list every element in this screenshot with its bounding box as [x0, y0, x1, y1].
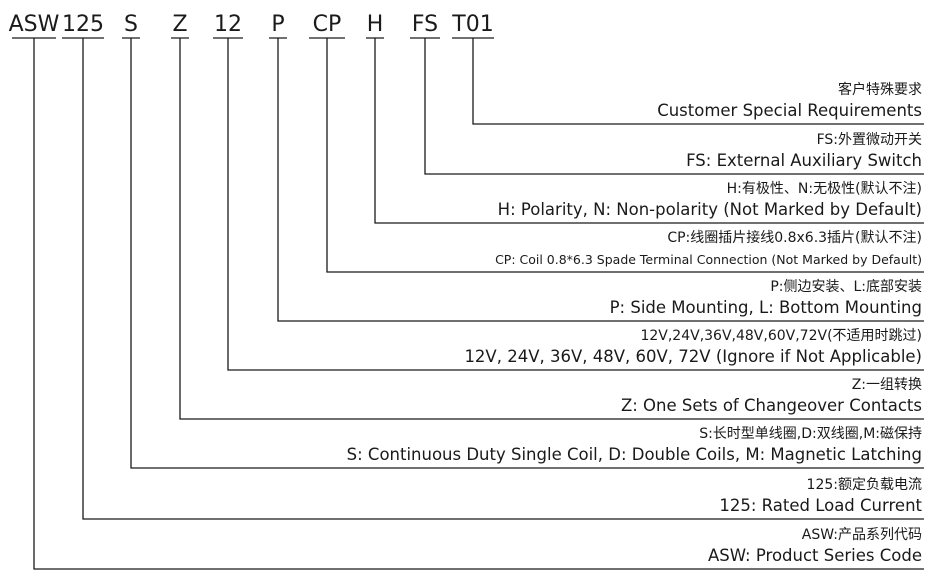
description-cn-s: S:长时型单线圈,D:双线圈,M:磁保持 [699, 426, 922, 442]
code-segment-t01: T01 [451, 12, 493, 37]
description-cn-p: P:侧边安装、L:底部安装 [770, 279, 922, 295]
code-segment-asw: ASW [9, 12, 60, 37]
leader-line-p [277, 38, 924, 322]
description-en-125: 125: Rated Load Current [719, 496, 922, 515]
description-en-t01: Customer Special Requirements [657, 101, 922, 120]
description-cn-cp: CP:线圈插片接线0.8x6.3插片(默认不注) [667, 229, 922, 246]
code-segment-p: P [271, 12, 284, 37]
leader-line-cp [326, 38, 924, 273]
description-cn-fs: FS:外置微动开关 [817, 132, 922, 148]
description-en-fs: FS: External Auxiliary Switch [686, 151, 922, 170]
description-en-s: S: Continuous Duty Single Coil, D: Doubl… [347, 445, 922, 464]
leader-line-fs [424, 38, 924, 175]
description-en-z: Z: One Sets of Changeover Contacts [621, 396, 922, 415]
description-cn-z: Z:一组转换 [852, 376, 922, 393]
leader-line-t01 [472, 38, 924, 125]
description-en-asw: ASW: Product Series Code [708, 546, 922, 565]
description-cn-125: 125:额定负载电流 [807, 477, 922, 493]
description-en-p: P: Side Mounting, L: Bottom Mounting [610, 298, 922, 317]
code-segment-fs: FS [412, 12, 438, 37]
description-cn-asw: ASW:产品系列代码 [802, 527, 922, 543]
description-en-cp: CP: Coil 0.8*6.3 Spade Terminal Connecti… [495, 252, 922, 267]
leader-line-asw [33, 38, 924, 570]
description-cn-12: 12V,24V,36V,48V,60V,72V(不适用时跳过) [640, 328, 922, 344]
leader-line-z [179, 38, 924, 420]
code-segment-cp: CP [313, 12, 342, 37]
code-segment-12: 12 [214, 12, 242, 37]
description-en-h: H: Polarity, N: Non-polarity (Not Marked… [498, 200, 922, 219]
code-segment-s: S [124, 12, 138, 37]
leader-line-12 [227, 38, 924, 371]
code-segment-125: 125 [62, 12, 104, 37]
code-segment-z: Z [172, 12, 187, 37]
description-cn-t01: 客户特殊要求 [838, 81, 922, 98]
leader-line-125 [82, 38, 924, 520]
description-en-12: 12V, 24V, 36V, 48V, 60V, 72V (Ignore if … [464, 347, 922, 366]
leader-line-h [374, 38, 924, 224]
leader-line-s [130, 38, 924, 469]
description-cn-h: H:有极性、N:无极性(默认不注) [727, 181, 922, 197]
code-segment-h: H [367, 12, 384, 37]
